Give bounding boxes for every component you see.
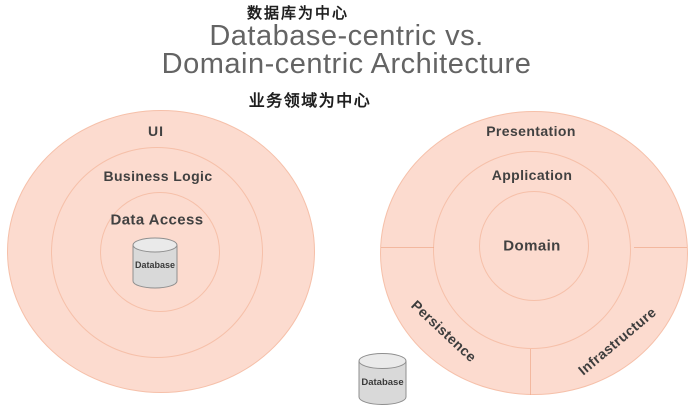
database-cylinder-label: Database (135, 260, 175, 270)
chinese-caption-domain-centric: 业务领域为中心 (248, 91, 372, 110)
left-middle-ring (51, 147, 263, 358)
layer-label-data-access: Data Access (110, 211, 204, 229)
cylinder-body (132, 245, 178, 289)
cylinder-top (132, 237, 178, 253)
page-title-line2: Domain-centric Architecture (161, 48, 532, 80)
ring-divider-left (381, 247, 434, 248)
layer-label-presentation: Presentation (486, 123, 576, 139)
layer-label-application: Application (491, 167, 573, 183)
page-title-line1: Database-centric vs. (209, 20, 484, 52)
page-title: Database-centric vs. Domain-centric Arch… (0, 20, 693, 80)
cylinder-body (358, 361, 407, 405)
ring-divider-bottom (530, 349, 531, 395)
database-cylinder-label: Database (361, 377, 403, 388)
chinese-caption-database-centric: 数据库为中心 (246, 4, 350, 22)
layer-label-business-logic: Business Logic (103, 168, 213, 184)
database-cylinder-icon: Database (358, 353, 407, 405)
layer-label-ui: UI (148, 123, 164, 139)
cylinder-top (358, 353, 407, 369)
database-cylinder-icon: Database (132, 237, 178, 289)
ring-divider-right (634, 247, 687, 248)
layer-label-domain: Domain (503, 237, 561, 255)
right-inner-ring (479, 191, 589, 301)
